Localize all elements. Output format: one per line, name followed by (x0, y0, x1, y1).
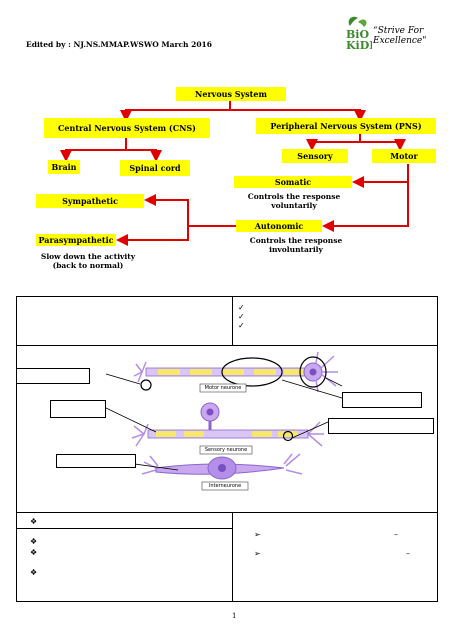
neurone-diagram (105, 351, 343, 491)
dash-1: – (394, 530, 398, 539)
cns-box: Central Nervous System (CNS) (44, 118, 210, 138)
blank-label-box-2[interactable] (50, 400, 106, 418)
blank-label-box-1[interactable] (16, 368, 90, 384)
motor-box: Motor (372, 149, 436, 163)
dash-2: – (406, 549, 410, 558)
info-table (16, 296, 438, 602)
brain-box: Brain (48, 160, 80, 174)
leaf-logo-icon: BiO KiDL (346, 16, 377, 52)
para-desc-line-2: (back to normal) (52, 261, 124, 270)
diamond-bullet-4: ❖ (30, 568, 38, 577)
diamond-bullet-1: ❖ (30, 517, 38, 526)
logo-slogan-text: Strive For Excellence" (373, 26, 427, 46)
svg-text:BiO: BiO (346, 28, 369, 41)
nervous-system-box: Nervous System (176, 87, 286, 101)
somatic-desc-line-2: voluntarily (271, 201, 317, 210)
somatic-box: Somatic (234, 176, 352, 188)
pns-box: Peripheral Nervous System (PNS) (256, 118, 436, 134)
check-item-3: ✓ (238, 321, 245, 330)
parasympathetic-box: Parasympathetic (36, 234, 116, 246)
autonomic-desc-line-1: Controls the response (249, 236, 343, 245)
diamond-bullet-2: ❖ (30, 537, 38, 546)
logo: BiO KiDL (344, 12, 377, 52)
arrow-bullet-1: ➢ (254, 530, 261, 539)
autonomic-desc-line-2: involuntarily (269, 245, 323, 254)
motor-neurone (133, 351, 338, 393)
sensory-neurone (131, 402, 324, 455)
table-col-divider-bottom (232, 512, 233, 602)
interneurone-label: Interneurone (208, 483, 242, 489)
somatic-desc-line-1: Controls the response (247, 192, 341, 201)
sensory-box: Sensory (282, 149, 348, 163)
somatic-description: Controls the response voluntarily (236, 192, 352, 210)
autonomic-description: Controls the response involuntarily (246, 236, 346, 254)
blank-label-box-3[interactable] (56, 454, 136, 468)
arrow-bullet-2: ➢ (254, 549, 261, 558)
table-col-divider-top (232, 296, 233, 346)
spinal-cord-box: Spinal cord (120, 160, 190, 176)
diagram-connectors (60, 101, 409, 246)
diamond-bullet-3: ❖ (30, 548, 38, 557)
sensory-neurone-label: Sensory neurone (204, 447, 248, 453)
interneurone (141, 453, 303, 491)
table-row-divider-top (16, 345, 438, 346)
autonomic-box: Autonomic (236, 220, 322, 232)
parasympathetic-description: Slow down the activity (back to normal) (38, 252, 138, 270)
table-row-divider-inner (16, 528, 232, 529)
check-item-1: ✓ (238, 303, 245, 312)
blank-label-box-4[interactable] (342, 392, 422, 408)
page-number: 1 (232, 612, 237, 620)
para-desc-line-1: Slow down the activity (40, 252, 136, 261)
logo-slogan: “Strive For Excellence" (373, 26, 463, 46)
sympathetic-box: Sympathetic (36, 194, 144, 208)
svg-text:KiDL: KiDL (346, 39, 372, 50)
table-row-divider-mid (16, 512, 438, 513)
motor-neurone-label: Motor neurone (204, 385, 242, 391)
blank-label-box-5[interactable] (328, 418, 434, 434)
check-item-2: ✓ (238, 312, 245, 321)
logo-quote: “ (373, 26, 378, 36)
document-header: Edited by : NJ.NS.MMAP.WSWO March 2016 (26, 40, 212, 49)
